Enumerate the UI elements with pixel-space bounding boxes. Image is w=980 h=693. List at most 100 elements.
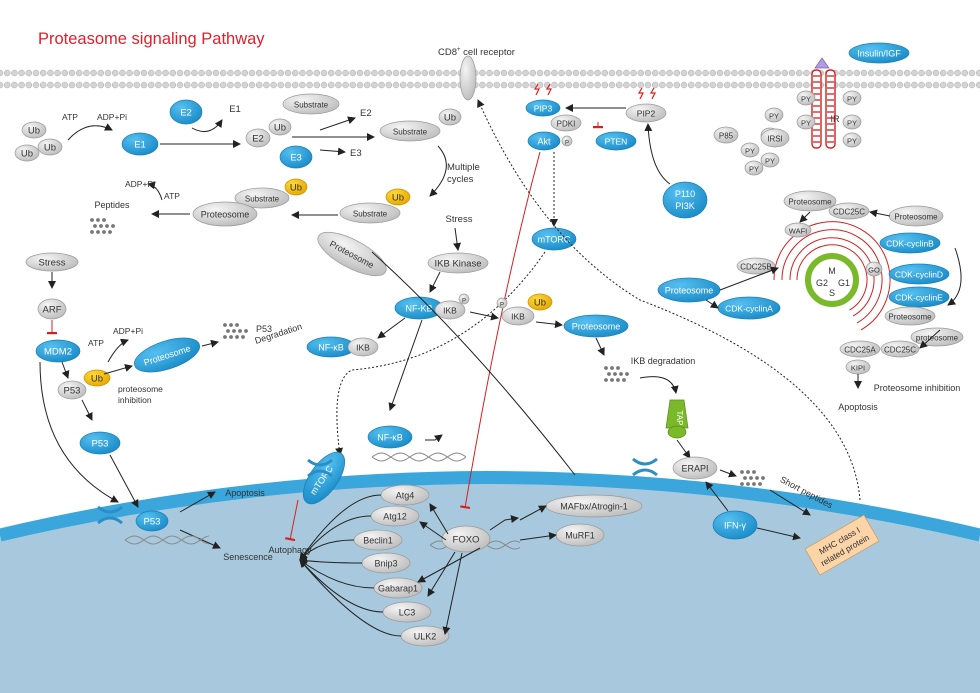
ikb-node: IKB xyxy=(434,300,466,320)
proteosome-node-label: Proteosome xyxy=(888,313,932,322)
stress-node-label: Stress xyxy=(39,258,66,269)
ikb-kinase-node-label: IKB Kinase xyxy=(435,259,482,270)
multiple-cycles-arrow xyxy=(429,145,447,197)
nuclear-pore-icon xyxy=(307,458,333,478)
e2-gray-label: E2 xyxy=(252,134,264,145)
to-mafbx-arrow xyxy=(519,505,547,521)
py-node: PY xyxy=(842,90,862,106)
substrate-node-label: Substrate xyxy=(353,210,388,219)
ub-node-label: Ub xyxy=(444,113,456,124)
pten-node-label: PTEN xyxy=(605,137,628,147)
nfkb-transcribe-arrow xyxy=(425,434,443,443)
ir-chain xyxy=(825,69,836,149)
foxo-to-ulk2 xyxy=(442,552,463,635)
ikb-node: IKB xyxy=(347,337,379,357)
s-phase: S xyxy=(829,288,835,298)
p-node-label: P xyxy=(462,299,466,305)
py-node: PY xyxy=(740,142,760,158)
erap-node: ERAPI xyxy=(672,456,718,480)
proteosome-inhibition-label: Proteosome inhibition xyxy=(874,383,961,393)
ub-yellow: Ub xyxy=(527,293,553,311)
to-murf-arrow xyxy=(519,532,557,541)
ifn-node: IFN-γ xyxy=(712,510,758,540)
p53-blue-label: P53 xyxy=(92,439,109,450)
nfkb-nuclear-label: NF-κB xyxy=(377,433,403,443)
ligand-icon xyxy=(814,57,830,69)
cyclina-node: CDK-cyclinA xyxy=(717,296,781,320)
ub-node-label: Ub xyxy=(274,123,286,134)
nuclear-pore-icon xyxy=(632,457,658,477)
pten-node: PTEN xyxy=(595,131,637,151)
murf-node-label: MuRF1 xyxy=(565,531,595,541)
ub-node: Ub xyxy=(21,121,47,139)
degradation-dots xyxy=(223,323,248,339)
ir-chain xyxy=(811,69,822,149)
p85-node-label: P85 xyxy=(719,132,734,141)
p-node: P xyxy=(496,297,508,309)
kip-node: KIPI xyxy=(845,359,871,375)
ub-node: Ub xyxy=(14,144,40,162)
arf-node: ARF xyxy=(37,298,67,320)
ifn-to-erap xyxy=(705,481,729,512)
mhc-to-cd8 xyxy=(477,99,861,501)
pip3-node-label: PIP3 xyxy=(534,104,553,114)
p53-nuclear: P53 xyxy=(135,510,169,532)
akt-inhibits-foxo xyxy=(460,151,541,510)
proteosome-blue-label: Proteosome xyxy=(665,286,714,296)
ulk2-node: ULK2 xyxy=(400,625,450,647)
ulk2-to-autophagy xyxy=(299,559,402,637)
dna-helix xyxy=(124,535,210,545)
atg4-to-autophagy xyxy=(299,494,382,561)
e1-released: E1 xyxy=(229,104,241,115)
atp-label: ATP xyxy=(164,191,180,201)
e1-node-label: E1 xyxy=(134,140,146,151)
lc3-node-label: LC3 xyxy=(399,608,416,618)
ub-yellow-label: Ub xyxy=(534,298,546,309)
pi3k-to-pip2 xyxy=(644,123,671,185)
akt-node-label: Akt xyxy=(537,137,551,147)
foxo-node-label: FOXO xyxy=(453,535,480,546)
proteosome-node: Proteosome xyxy=(884,306,936,326)
degradation-arrow xyxy=(595,337,605,356)
nfkb-split-arrow xyxy=(377,317,406,339)
substrate-node: Substrate xyxy=(282,93,340,115)
adp-label: ADP+Pi xyxy=(97,112,127,122)
multiple-label: Multiple xyxy=(447,162,480,173)
waf-node: WAFI xyxy=(784,222,812,238)
g2-phase: G2 xyxy=(816,278,828,288)
mafbx-node-label: MAFbx/Atrogin-1 xyxy=(560,502,628,512)
erap-node-label: ERAPI xyxy=(681,464,708,474)
atg4-node-label: Atg4 xyxy=(396,491,415,501)
pip2-node: PIP2 xyxy=(625,103,667,123)
py-node: PY xyxy=(842,132,862,148)
ikb-release-arrow xyxy=(469,311,499,321)
foxo-to-atg12 xyxy=(419,521,447,541)
cyclinE-node-label: CDK-cyclinE xyxy=(895,293,943,303)
peptides-dots xyxy=(90,218,115,234)
erap-arrow xyxy=(719,469,737,478)
mafbx-node: MAFbx/Atrogin-1 xyxy=(545,494,643,518)
ub-yellow-label: Ub xyxy=(392,193,404,204)
to-mhc-arrow xyxy=(769,489,811,516)
ikb-node-label: IKB xyxy=(356,343,370,353)
pdk-node-label: PDKI xyxy=(557,120,576,129)
foxo-to-bnip3 xyxy=(417,547,481,583)
e2-arrow xyxy=(191,119,223,133)
beclin-node-label: Beclin1 xyxy=(363,536,393,546)
proteosome-rotated: Proteosome xyxy=(317,231,387,277)
lightning-icon xyxy=(545,83,552,96)
ikb-deg-label: IKB degradation xyxy=(631,356,696,366)
proteosome-node: Proteosome xyxy=(783,190,837,212)
senescence-label: Senescence xyxy=(223,552,273,562)
proteosome-to-cdc25b xyxy=(719,266,779,291)
degradation-arrow xyxy=(201,339,219,348)
tap-to-erap xyxy=(676,439,691,459)
go-node-label: GO xyxy=(868,266,880,275)
peptides-label: Peptides xyxy=(94,200,130,210)
cyclin-feedback-arrow xyxy=(947,247,962,306)
stress-node: Stress xyxy=(25,252,79,272)
cyclinE-node: CDK-cyclinE xyxy=(888,286,950,308)
